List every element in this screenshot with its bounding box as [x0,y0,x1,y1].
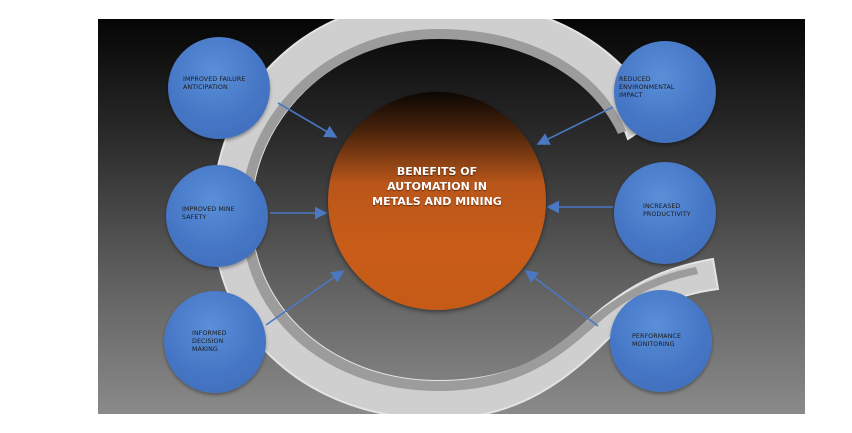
node-environmental-impact: REDUCED ENVIRONMENTAL IMPACT [614,41,716,143]
node-label-mine-safety: IMPROVED MINE SAFETY [182,206,235,221]
arrow-environmental-impact [536,106,614,145]
node-failure-anticipation: IMPROVED FAILURE ANTICIPATION [168,37,270,139]
node-label-productivity: INCREASED PRODUCTIVITY [643,203,691,218]
center-circle: BENEFITS OF AUTOMATION IN METALS AND MIN… [328,92,546,310]
diagram-slide: BENEFITS OF AUTOMATION IN METALS AND MIN… [98,19,805,414]
node-label-performance-monitoring: PERFORMANCE MONITORING [632,333,682,348]
node-mine-safety: IMPROVED MINE SAFETY [166,165,268,267]
node-performance-monitoring: PERFORMANCE MONITORING [610,290,712,392]
center-title: BENEFITS OF AUTOMATION IN METALS AND MIN… [372,165,502,208]
arrow-decision-making [265,270,345,326]
node-label-environmental-impact: REDUCED ENVIRONMENTAL IMPACT [619,76,675,99]
node-label-decision-making: INFORMED DECISION MAKING [192,330,227,353]
arrow-failure-anticipation [277,102,338,138]
node-productivity: INCREASED PRODUCTIVITY [614,162,716,264]
arrow-performance-monitoring [524,270,599,327]
node-label-failure-anticipation: IMPROVED FAILURE ANTICIPATION [183,76,246,91]
node-decision-making: INFORMED DECISION MAKING [164,291,266,393]
